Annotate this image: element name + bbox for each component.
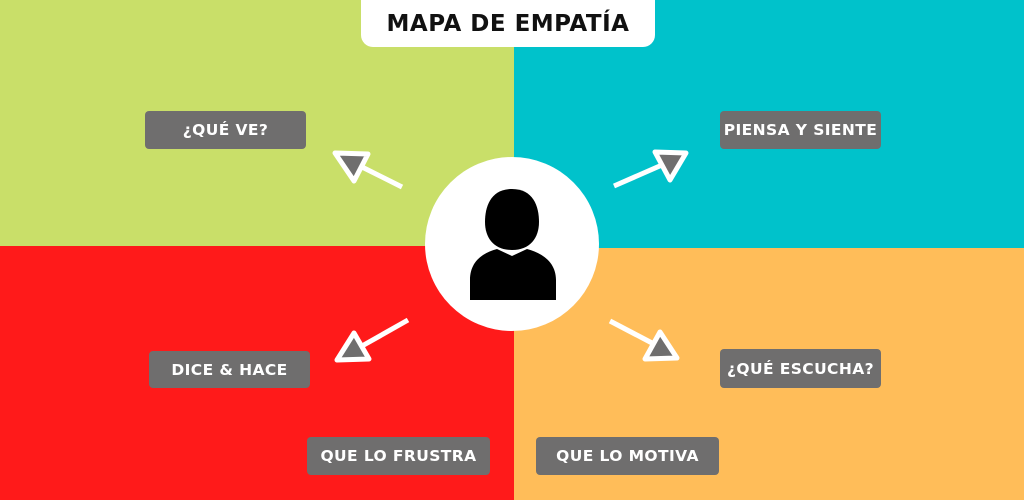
title-banner: MAPA DE EMPATÍA [361, 0, 655, 47]
page-title: MAPA DE EMPATÍA [386, 10, 630, 37]
center-circle [425, 157, 599, 331]
label-que-escucha: ¿QUÉ ESCUCHA? [720, 349, 881, 388]
label-que-ve: ¿QUÉ VE? [145, 111, 306, 149]
label-que-motiva: QUE LO MOTIVA [536, 437, 719, 475]
label-piensa-siente: PIENSA Y SIENTE [720, 111, 881, 149]
label-dice-hace: DICE & HACE [149, 351, 310, 388]
label-que-frustra: QUE LO FRUSTRA [307, 437, 490, 475]
